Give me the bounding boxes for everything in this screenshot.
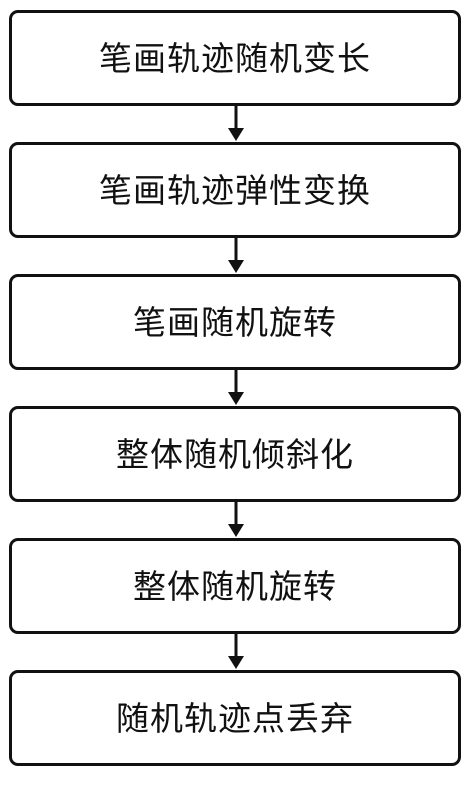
step-box-1: 笔画轨迹随机变长: [9, 10, 461, 106]
step-label-5: 整体随机旋转: [133, 566, 337, 606]
step-label-3: 笔画随机旋转: [133, 302, 337, 342]
arrow-down-icon: [226, 238, 246, 274]
arrow-down-icon: [226, 370, 246, 406]
step-box-5: 整体随机旋转: [9, 538, 461, 634]
step-label-4: 整体随机倾斜化: [116, 434, 354, 474]
arrow-down-icon: [226, 634, 246, 670]
step-label-6: 随机轨迹点丢弃: [116, 698, 354, 738]
step-label-2: 笔画轨迹弹性变换: [99, 170, 371, 210]
step-box-3: 笔画随机旋转: [9, 274, 461, 370]
step-label-1: 笔画轨迹随机变长: [99, 38, 371, 78]
step-box-4: 整体随机倾斜化: [9, 406, 461, 502]
arrow-down-icon: [226, 106, 246, 142]
step-box-6: 随机轨迹点丢弃: [9, 670, 461, 766]
arrow-down-icon: [226, 502, 246, 538]
step-box-2: 笔画轨迹弹性变换: [9, 142, 461, 238]
